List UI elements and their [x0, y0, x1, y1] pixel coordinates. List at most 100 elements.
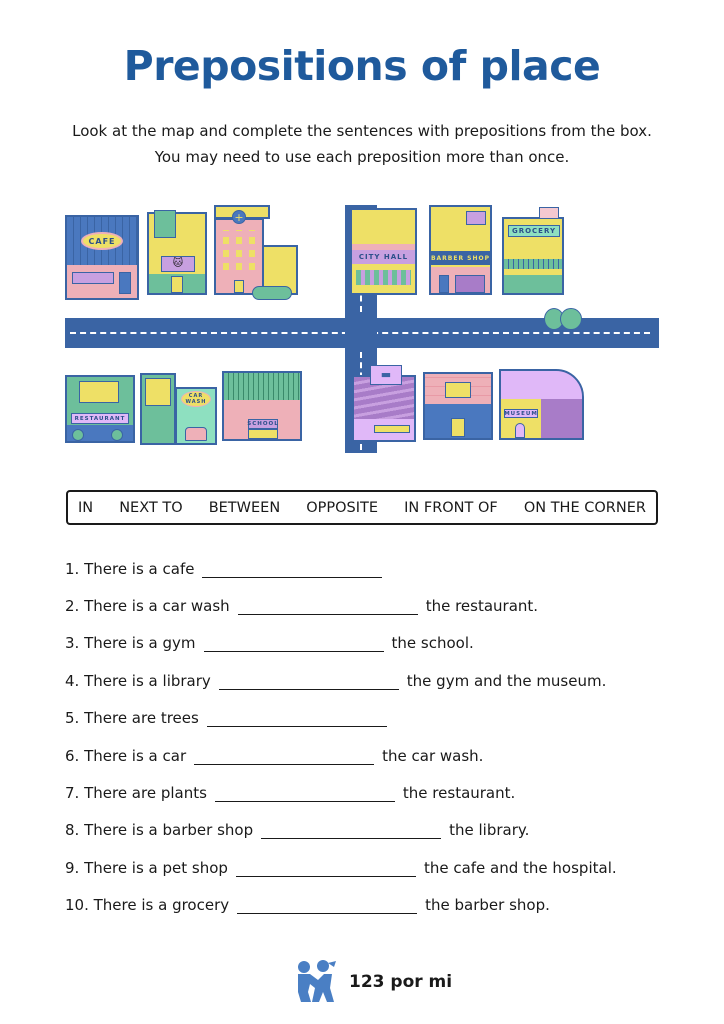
answer-blank[interactable]: [235, 863, 416, 877]
instructions: Look at the map and complete the sentenc…: [72, 122, 652, 166]
question-text: 8. There is a barber shop: [65, 821, 254, 839]
grocery-sign: GROCERY: [508, 225, 560, 237]
city-hall-roof: [352, 244, 415, 250]
grocery-stripe: [504, 259, 562, 269]
question-text-after: the cafe and the hospital.: [423, 859, 617, 877]
car-wash-board: [145, 378, 171, 406]
question-text: 7. There are plants: [65, 784, 207, 802]
school-sign: SCHOOL: [247, 419, 279, 429]
footer-brand: 123 por mi: [293, 960, 452, 1004]
grocery-roof-box: [539, 207, 559, 219]
question-2: 2. There is a car wash the restaurant.: [65, 597, 538, 615]
question-text-after: the library.: [449, 821, 530, 839]
car-icon: [185, 427, 207, 441]
cafe-door: [119, 272, 131, 294]
answer-blank[interactable]: [237, 601, 418, 615]
plant-icon: [111, 429, 123, 441]
cafe-sign: CAFE: [81, 232, 123, 250]
question-text: 2. There is a car wash: [65, 597, 230, 615]
word-box: IN NEXT TO BETWEEN OPPOSITE IN FRONT OF …: [66, 490, 658, 525]
question-text-after: the gym and the museum.: [406, 672, 607, 690]
hospital-door: [234, 280, 244, 293]
library-door: [451, 418, 465, 437]
hospital-windows: [223, 230, 257, 270]
answer-blank[interactable]: [202, 564, 383, 578]
question-text: 5. There are trees: [65, 709, 199, 727]
school-entrance: [248, 429, 278, 439]
museum-door: [515, 423, 525, 438]
question-text: 1. There is a cafe: [65, 560, 195, 578]
question-4: 4. There is a library the gym and the mus…: [65, 672, 606, 690]
cafe-window: [72, 272, 114, 284]
question-9: 9. There is a pet shop the cafe and the h…: [65, 859, 617, 877]
town-map: CAFE 🐱 + CITY HALL BARBER SHOP GROCERY: [62, 200, 662, 460]
barber-window: [455, 275, 485, 293]
question-3: 3. There is a gym the school.: [65, 634, 474, 652]
car-wash-building: [140, 373, 176, 445]
grocery-building: GROCERY: [502, 207, 564, 295]
answer-blank[interactable]: [261, 825, 442, 839]
restaurant-building: RESTAURANT: [65, 375, 135, 443]
answer-blank[interactable]: [194, 751, 375, 765]
barber-shop-sign: BARBER SHOP: [429, 251, 492, 265]
gym-windows: [374, 425, 410, 433]
pet-shop-roof-box: [154, 210, 176, 238]
answer-blank[interactable]: [237, 900, 418, 914]
pet-shop-building: 🐱: [147, 210, 207, 295]
city-hall-building: CITY HALL: [350, 208, 417, 295]
hospital-cross-sign: +: [232, 210, 246, 224]
grocery-front: [504, 275, 562, 293]
question-text: 4. There is a library: [65, 672, 211, 690]
question-text-after: the school.: [391, 634, 474, 652]
word-in: IN: [78, 499, 94, 516]
restaurant-sign: RESTAURANT: [71, 413, 129, 424]
answer-blank[interactable]: [218, 676, 399, 690]
museum-top: [501, 371, 582, 399]
gym-building: ▬: [352, 365, 416, 442]
question-text: 3. There is a gym: [65, 634, 196, 652]
car-wash-bay: CAR WASH: [175, 387, 217, 445]
cafe-building: CAFE: [65, 215, 139, 300]
question-text-after: the restaurant.: [425, 597, 539, 615]
tree-icon: [560, 308, 582, 330]
pet-shop-sign: 🐱: [161, 256, 195, 272]
word-next-to: NEXT TO: [119, 499, 183, 516]
bushes: [252, 286, 292, 300]
question-5: 5. There are trees: [65, 709, 395, 727]
museum-sign: MUSEUM: [504, 409, 538, 418]
word-opposite: OPPOSITE: [306, 499, 379, 516]
hospital-building: +: [214, 210, 264, 295]
answer-blank[interactable]: [206, 713, 387, 727]
plant-icon: [72, 429, 84, 441]
question-10: 10. There is a grocery the barber shop.: [65, 896, 550, 914]
question-7: 7. There are plants the restaurant.: [65, 784, 515, 802]
question-6: 6. There is a car the car wash.: [65, 747, 483, 765]
museum-building: MUSEUM: [499, 369, 584, 440]
page-title: Prepositions of place: [123, 42, 601, 90]
question-1: 1. There is a cafe: [65, 560, 390, 578]
question-text-after: the barber shop.: [425, 896, 550, 914]
word-on-the-corner: ON THE CORNER: [523, 499, 646, 516]
question-8: 8. There is a barber shop the library.: [65, 821, 529, 839]
car-wash-sign: CAR WASH: [181, 391, 211, 407]
city-hall-sign: CITY HALL: [352, 250, 415, 264]
school-building: SCHOOL: [222, 371, 302, 441]
barber-shop-building: BARBER SHOP: [429, 205, 492, 295]
city-hall-windows: [356, 270, 411, 285]
school-roof: [224, 373, 300, 400]
question-text-after: the restaurant.: [402, 784, 516, 802]
library-book-sign: [445, 382, 471, 398]
question-text: 6. There is a car: [65, 747, 187, 765]
brand-name: 123 por mi: [349, 972, 453, 992]
answer-blank[interactable]: [203, 638, 384, 652]
question-text: 9. There is a pet shop: [65, 859, 228, 877]
word-between: BETWEEN: [208, 499, 281, 516]
word-in-front-of: IN FRONT OF: [404, 499, 498, 516]
pet-shop-door: [171, 276, 183, 293]
gym-dumbbell-sign: ▬: [370, 365, 402, 385]
kids-logo-icon: [298, 960, 336, 1002]
question-text: 10. There is a grocery: [65, 896, 230, 914]
question-text-after: the car wash.: [382, 747, 484, 765]
answer-blank[interactable]: [214, 788, 395, 802]
barber-roof-box: [466, 211, 486, 225]
